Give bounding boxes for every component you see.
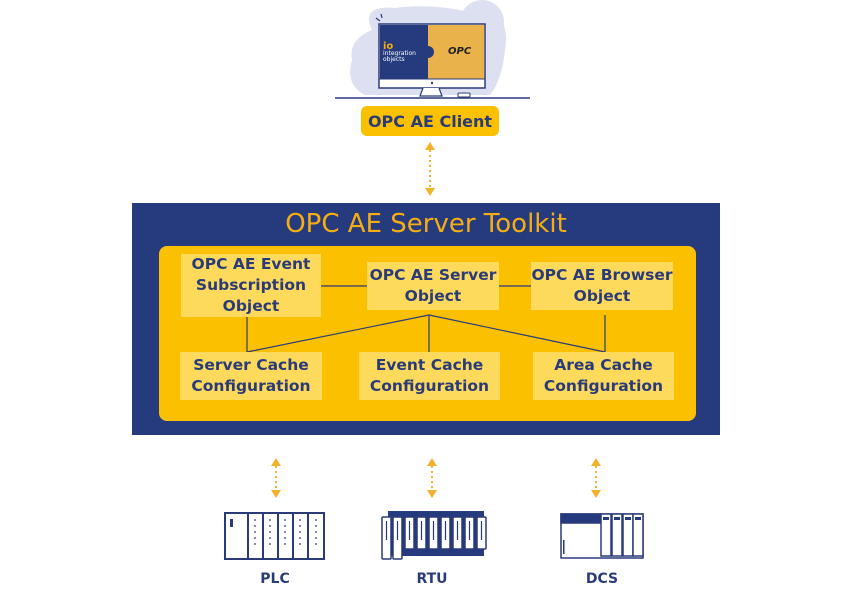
device-label-plc: PLC <box>260 571 290 587</box>
plc-icon <box>224 512 325 560</box>
monitor-icon <box>335 23 530 99</box>
node-server-cache: Server Cache Configuration <box>180 352 322 400</box>
server-toolkit-panel: OPC AE Server Toolkit OPC AE Event Subsc… <box>132 203 720 435</box>
node-event-subscription: OPC AE Event Subscription Object <box>181 254 321 317</box>
link-server-areacache <box>428 314 606 353</box>
node-server-object: OPC AE Server Object <box>367 262 499 310</box>
rtu-icon <box>381 511 487 560</box>
integration-objects-logo: io integration objects <box>383 41 427 63</box>
io-mark: io <box>383 41 394 52</box>
node-area-cache: Area Cache Configuration <box>533 352 674 400</box>
node-connectors <box>246 285 606 353</box>
arrow-rtu <box>427 458 437 498</box>
device-label-rtu: RTU <box>416 571 448 587</box>
arrow-dcs <box>591 458 601 498</box>
device-label-dcs: DCS <box>585 571 619 587</box>
opc-logo: OPC <box>448 46 472 57</box>
sparkle-icon <box>375 13 383 22</box>
toolkit-inner-panel: OPC AE Event Subscription Object OPC AE … <box>159 246 696 421</box>
arrow-plc <box>271 458 281 498</box>
arrow-client-toolkit <box>425 142 435 196</box>
link-server-servercache <box>246 314 430 353</box>
node-event-cache: Event Cache Configuration <box>359 352 500 400</box>
brand-left-text: integration objects <box>383 50 416 63</box>
dcs-icon <box>560 513 644 559</box>
opc-ae-client-label: OPC AE Client <box>361 106 499 136</box>
node-browser-object: OPC AE Browser Object <box>531 262 673 310</box>
toolkit-title: OPC AE Server Toolkit <box>285 209 567 239</box>
